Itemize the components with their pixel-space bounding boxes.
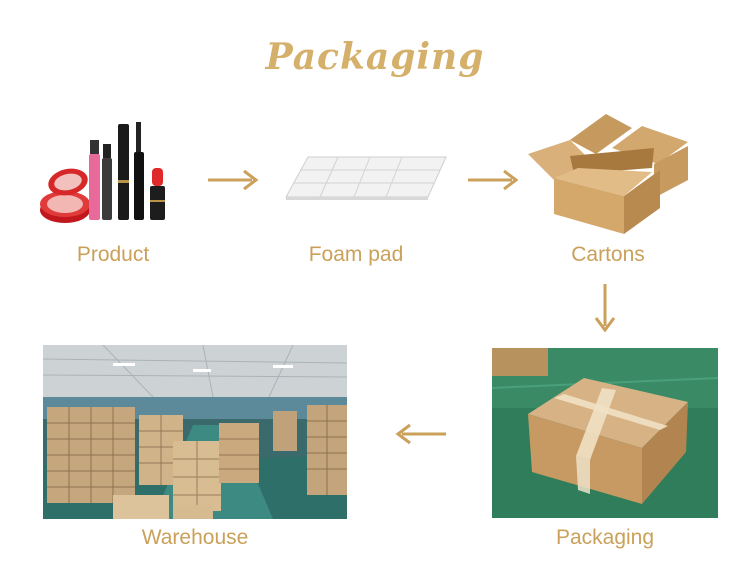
step-label-warehouse: Warehouse: [128, 526, 262, 550]
arrow-left-icon: [392, 422, 448, 446]
foam-pad-icon: [282, 155, 448, 201]
warehouse-photo: [43, 345, 347, 519]
step-label-foam-pad: Foam pad: [296, 243, 416, 267]
step-label-cartons: Cartons: [548, 243, 668, 267]
step-label-packaging: Packaging: [543, 526, 667, 550]
arrow-right-icon: [466, 168, 522, 192]
cosmetics-icon: [38, 118, 178, 228]
arrow-down-icon: [592, 282, 618, 334]
taped-box-photo: [492, 348, 718, 518]
step-label-product: Product: [58, 243, 168, 267]
diagram-title: Packaging: [0, 36, 750, 78]
carton-box-icon: [524, 108, 692, 236]
arrow-right-icon: [206, 168, 262, 192]
